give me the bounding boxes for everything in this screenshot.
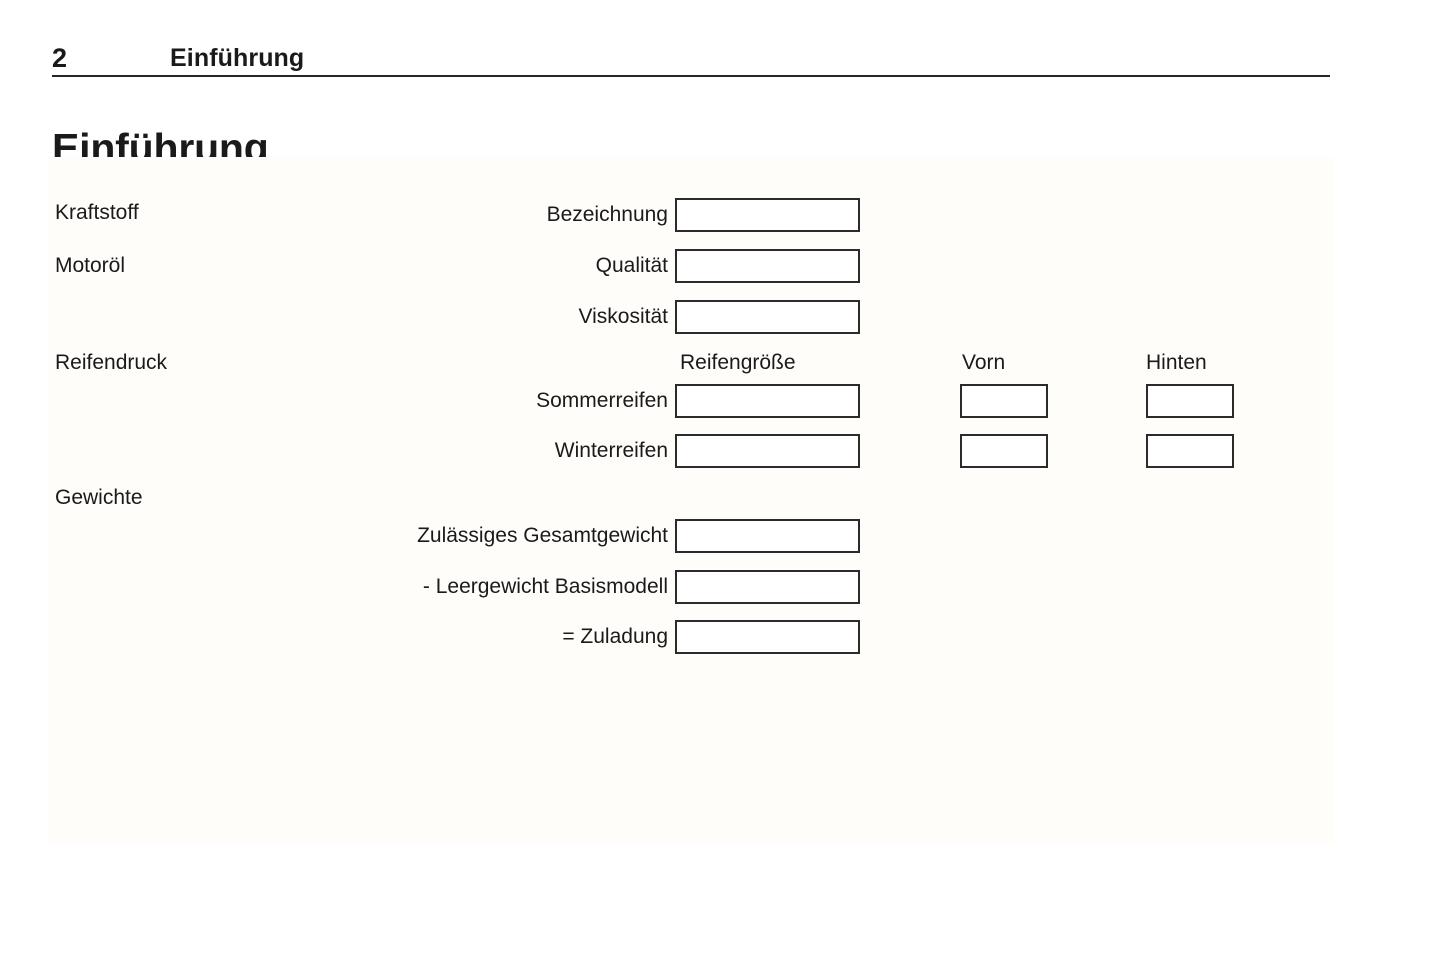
field-label-zuladung: = Zuladung [562, 625, 668, 648]
input-zuladung[interactable] [675, 620, 860, 654]
field-label-viskositaet: Viskosität [578, 305, 669, 328]
label-slot: Sommerreifen [48, 384, 675, 418]
field-label-zulaessiges-gesamtgewicht: Zulässiges Gesamtgewicht [417, 524, 668, 547]
column-header-hinten: Hinten [1146, 351, 1207, 374]
section-label-reifendruck: Reifendruck [55, 351, 168, 374]
input-sommerreifen-reifengroesse[interactable] [675, 384, 860, 418]
label-slot: Bezeichnung [48, 198, 675, 232]
section-label-gewichte: Gewichte [55, 486, 143, 509]
field-label-sommerreifen: Sommerreifen [536, 389, 668, 412]
section-label-kraftstoff: Kraftstoff [55, 201, 139, 224]
input-zulaessiges-gesamtgewicht[interactable] [675, 519, 860, 553]
input-bezeichnung[interactable] [675, 198, 860, 232]
label-slot: Winterreifen [48, 434, 675, 468]
label-slot: - Leergewicht Basismodell [48, 570, 675, 604]
input-winterreifen-reifengroesse[interactable] [675, 434, 860, 468]
section-label-motoroel: Motoröl [55, 254, 126, 277]
input-sommerreifen-hinten[interactable] [1146, 384, 1234, 418]
label-slot: Zulässiges Gesamtgewicht [48, 519, 675, 553]
column-header-vorn: Vorn [962, 351, 1006, 374]
label-slot: Qualität [48, 249, 675, 283]
field-label-leergewicht-basismodell: - Leergewicht Basismodell [422, 575, 668, 598]
header-divider [52, 75, 1330, 77]
label-slot: Viskosität [48, 300, 675, 334]
field-label-winterreifen: Winterreifen [554, 439, 668, 462]
field-label-qualitaet: Qualität [595, 254, 668, 277]
input-leergewicht-basismodell[interactable] [675, 570, 860, 604]
field-label-bezeichnung: Bezeichnung [546, 203, 668, 226]
page-header: 2 Einführung [52, 42, 1330, 78]
page-number: 2 [52, 43, 68, 73]
input-viskositaet[interactable] [675, 300, 860, 334]
input-winterreifen-hinten[interactable] [1146, 434, 1234, 468]
label-slot: = Zuladung [48, 620, 675, 654]
input-winterreifen-vorn[interactable] [960, 434, 1048, 468]
vehicle-data-form-panel: Kraftstoff Motoröl Reifendruck Gewichte … [48, 157, 1333, 843]
input-qualitaet[interactable] [675, 249, 860, 283]
input-sommerreifen-vorn[interactable] [960, 384, 1048, 418]
column-header-reifengroesse: Reifengröße [680, 351, 796, 374]
header-chapter-label: Einführung [170, 44, 305, 72]
